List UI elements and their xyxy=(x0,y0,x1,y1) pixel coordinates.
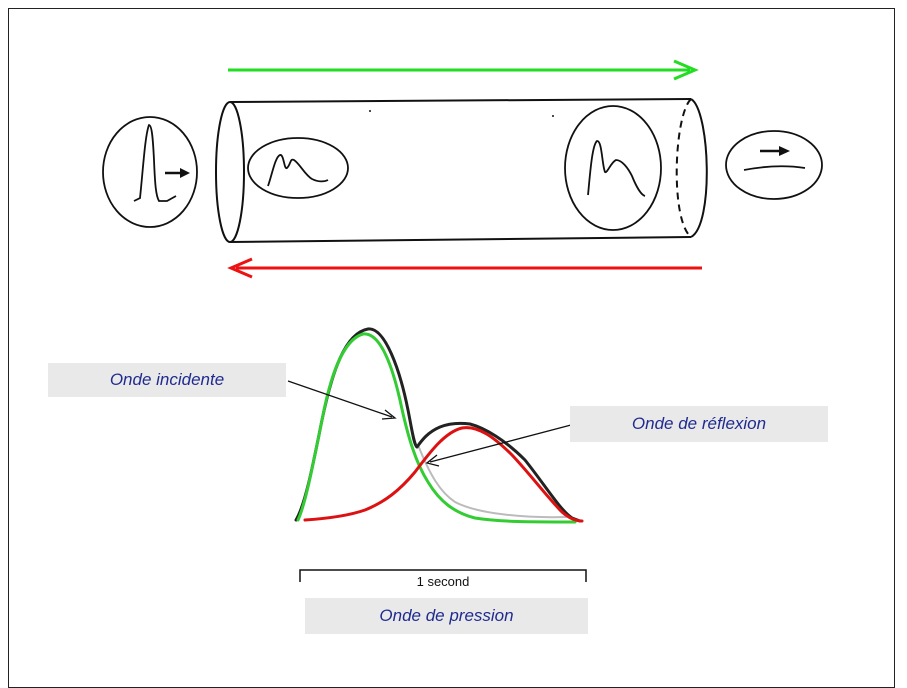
incident-reflected-gray-trace xyxy=(417,444,567,519)
distal-pulse-icon xyxy=(564,105,662,231)
reflected-wave-label: Onde de réflexion xyxy=(570,406,828,442)
inlet-pulse-icon xyxy=(102,116,198,228)
pressure-wave-plot xyxy=(294,327,584,524)
artery-outlet-solid-edge xyxy=(690,98,708,238)
artery-tube xyxy=(215,98,708,243)
backward-wave-arrow xyxy=(227,257,702,279)
reflected-wave-curve xyxy=(303,426,584,523)
time-scale-label: 1 second xyxy=(416,574,470,589)
incident-wave-curve xyxy=(296,332,577,524)
incident-wave-label: Onde incidente xyxy=(48,363,286,397)
outlet-flow-icon xyxy=(725,130,823,200)
artery-top-wall xyxy=(229,98,692,103)
label-pointers xyxy=(287,380,572,467)
artery-outlet-dashed-edge xyxy=(675,98,692,238)
arterial-wave-diagram xyxy=(102,59,823,582)
composite-pressure-wave xyxy=(294,327,582,523)
damped-pulse-icon xyxy=(247,137,349,199)
artery-inlet-ellipse xyxy=(215,101,245,243)
forward-wave-arrow xyxy=(228,59,699,81)
pressure-wave-label: Onde de pression xyxy=(305,598,588,634)
time-scale-bracket xyxy=(299,569,587,582)
artery-bottom-wall xyxy=(229,236,692,243)
